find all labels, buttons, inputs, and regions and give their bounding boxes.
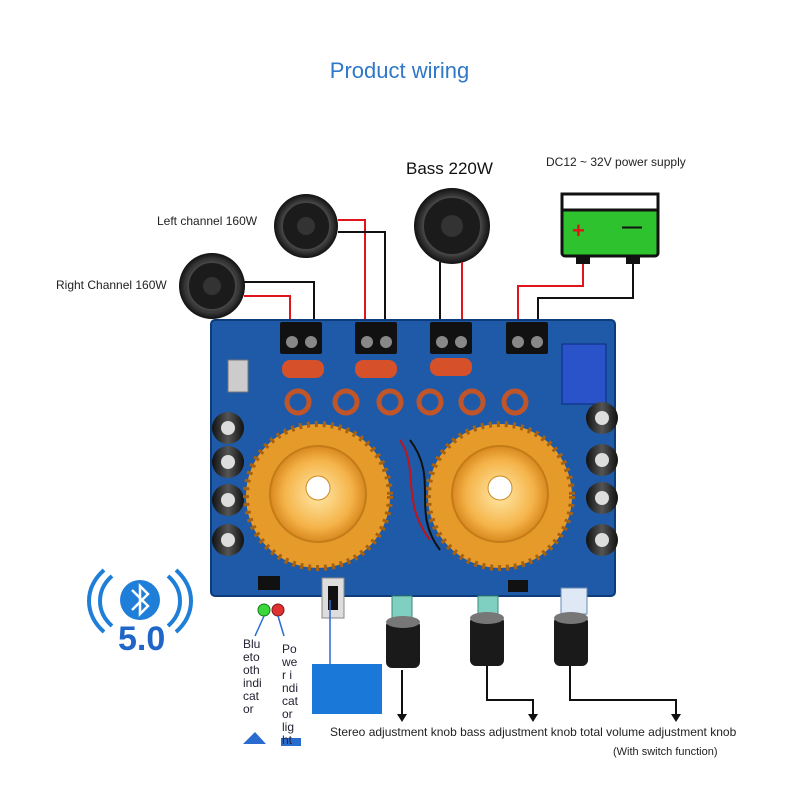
aux-callout-box <box>312 664 382 714</box>
bluetooth-version: 5.0 <box>118 620 166 658</box>
stereo-knob <box>386 616 420 668</box>
switch-note: (With switch function) <box>613 746 718 758</box>
power-supply-battery <box>560 192 660 264</box>
power-indicator-label: Power indicator light <box>282 642 299 747</box>
bluetooth-indicator-label: Bluetooth indicator <box>243 637 262 716</box>
right-heatsink <box>425 421 575 571</box>
wires <box>244 219 677 716</box>
battery-minus: — <box>622 216 642 238</box>
left-channel-label: Left channel 160W <box>157 214 258 228</box>
page-title: Product wiring <box>329 58 470 83</box>
indicator-callouts <box>243 615 301 746</box>
battery-plus: + <box>572 218 585 243</box>
bass-knob <box>470 612 504 666</box>
bluetooth-icon <box>87 568 193 634</box>
left-speaker <box>274 194 338 258</box>
right-channel-label: Right Channel 160W <box>56 278 167 292</box>
arrow-heads <box>397 714 681 722</box>
power-supply-label: DC12 ~ 32V power supply <box>546 155 686 169</box>
amplifier-board <box>210 319 618 619</box>
bass-speaker <box>414 188 490 264</box>
right-speaker <box>179 253 245 319</box>
left-heatsink <box>243 421 393 571</box>
knob-labels: Stereo adjustment knob bass adjustment k… <box>330 725 737 739</box>
volume-knob <box>554 612 588 666</box>
bass-label: Bass 220W <box>406 159 493 178</box>
